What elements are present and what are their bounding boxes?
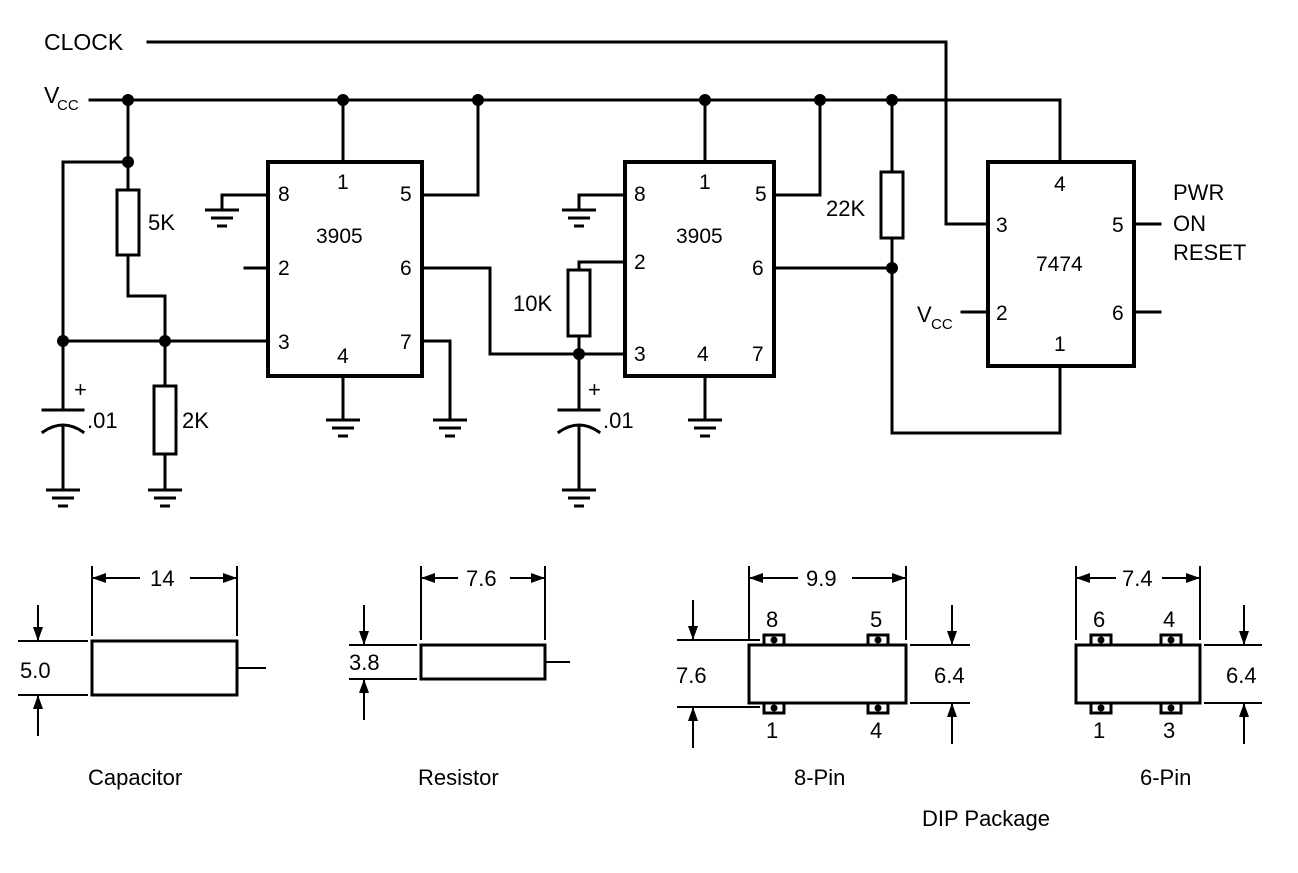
ic1-pin-6: 6 bbox=[400, 257, 412, 280]
ic2-name: 3905 bbox=[676, 225, 723, 248]
ic1-pin-8: 8 bbox=[278, 183, 290, 206]
r4-label: 22K bbox=[826, 196, 865, 221]
clock-label: CLOCK bbox=[44, 29, 124, 55]
output-line-3: RESET bbox=[1173, 240, 1246, 265]
dip8-width: 9.9 bbox=[806, 566, 837, 591]
ic3-body bbox=[986, 160, 1136, 368]
c1-value: .01 bbox=[87, 408, 118, 433]
vcc-label-main: V bbox=[44, 82, 60, 108]
resistor-2k bbox=[152, 384, 178, 456]
ic3-pin-6: 6 bbox=[1112, 302, 1124, 325]
dip8-pin-tl: 8 bbox=[766, 607, 778, 632]
ic2-pin-1: 1 bbox=[699, 171, 711, 194]
resistor-caption: Resistor bbox=[418, 765, 499, 790]
dip8-caption: 8-Pin bbox=[794, 765, 845, 790]
ic2-pin-8: 8 bbox=[634, 183, 646, 206]
ic2-pin-5: 5 bbox=[755, 183, 767, 206]
dip6-pin-tl: 6 bbox=[1093, 607, 1105, 632]
output-line-1: PWR bbox=[1173, 180, 1224, 205]
resistor-width: 7.6 bbox=[466, 566, 497, 591]
dip6-pin-br: 3 bbox=[1163, 718, 1175, 743]
resistor-10k bbox=[566, 268, 592, 338]
junction-dots bbox=[57, 94, 898, 360]
c1-polarity: + bbox=[74, 377, 87, 402]
c2-polarity: + bbox=[588, 377, 601, 402]
ic3-pin-5: 5 bbox=[1112, 214, 1124, 237]
dip6-body-height: 6.4 bbox=[1226, 663, 1257, 688]
resistor-5k bbox=[115, 188, 141, 257]
dip8-body-height: 6.4 bbox=[934, 663, 965, 688]
dip8-pin-bl: 1 bbox=[766, 718, 778, 743]
ic1-pin-1: 1 bbox=[337, 171, 349, 194]
capacitor-c2 bbox=[556, 408, 602, 435]
dip-package-caption: DIP Package bbox=[922, 806, 1050, 831]
dip6-width: 7.4 bbox=[1122, 566, 1153, 591]
ic3-pin-3: 3 bbox=[996, 214, 1008, 237]
r3-label: 10K bbox=[513, 291, 552, 316]
vcc2-label-main: V bbox=[917, 302, 932, 327]
capacitor-caption: Capacitor bbox=[88, 765, 182, 790]
resistor-height: 3.8 bbox=[349, 650, 380, 675]
ic2-pin-6: 6 bbox=[752, 257, 764, 280]
capacitor-height: 5.0 bbox=[20, 658, 51, 683]
ic1-pin-2: 2 bbox=[278, 257, 290, 280]
ic1-name: 3905 bbox=[316, 225, 363, 248]
dimension-drawings bbox=[18, 566, 1262, 748]
dip6-pin-tr: 4 bbox=[1163, 607, 1175, 632]
ic2-pin-4: 4 bbox=[697, 343, 709, 366]
capacitor-width: 14 bbox=[150, 566, 174, 591]
ic3-pin-1: 1 bbox=[1054, 333, 1066, 356]
ic2-pin-3: 3 bbox=[634, 343, 646, 366]
ic1-pin-7: 7 bbox=[400, 331, 412, 354]
dip6-caption: 6-Pin bbox=[1140, 765, 1191, 790]
ic2-pin-2: 2 bbox=[634, 251, 646, 274]
output-line-2: ON bbox=[1173, 211, 1206, 236]
ic3-pin-2: 2 bbox=[996, 302, 1008, 325]
vcc-label-sub: CC bbox=[57, 97, 79, 114]
vcc2-label-sub: CC bbox=[931, 316, 953, 333]
ic2-pin-7: 7 bbox=[752, 343, 764, 366]
capacitor-c1 bbox=[40, 408, 86, 435]
dip8-pin-tr: 5 bbox=[870, 607, 882, 632]
dip8-outer-height: 7.6 bbox=[676, 663, 707, 688]
ic1-pin-3: 3 bbox=[278, 331, 290, 354]
dip6-pin-bl: 1 bbox=[1093, 718, 1105, 743]
r2-label: 2K bbox=[182, 408, 209, 433]
ic1-pin-4: 4 bbox=[337, 345, 349, 368]
ic1-pin-5: 5 bbox=[400, 183, 412, 206]
ic3-pin-4: 4 bbox=[1054, 173, 1066, 196]
resistor-22k bbox=[879, 170, 905, 240]
r1-label: 5K bbox=[148, 210, 175, 235]
dip8-pin-br: 4 bbox=[870, 718, 882, 743]
c2-value: .01 bbox=[603, 408, 634, 433]
ic3-name: 7474 bbox=[1036, 253, 1083, 276]
ic1-body bbox=[266, 160, 424, 378]
ic2-body bbox=[623, 160, 776, 378]
